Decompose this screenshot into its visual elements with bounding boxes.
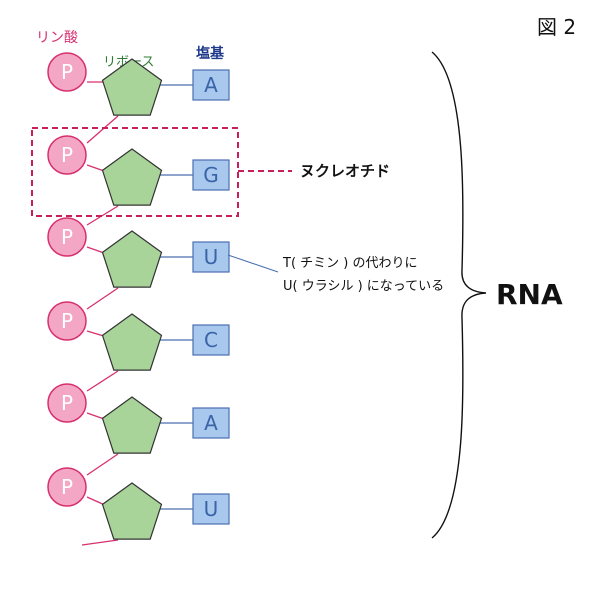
rna-label: RNA — [496, 278, 563, 311]
rna-brace — [431, 51, 487, 539]
ribose-pentagon — [101, 58, 163, 116]
base-box — [192, 493, 230, 525]
base-box — [192, 407, 230, 439]
base-label: 塩基 — [196, 45, 225, 62]
phosphate-letter: P — [61, 225, 73, 249]
base-letter: U — [204, 245, 219, 269]
note-line-1: T( チミン ) の代わりに — [282, 256, 417, 271]
base-letter: G — [203, 163, 219, 187]
backbone-bond — [86, 453, 119, 476]
phosphate-letter: P — [61, 391, 73, 415]
phosphate-letter: P — [61, 60, 73, 84]
phosphate-circle — [47, 135, 87, 175]
base-box — [192, 241, 230, 273]
units-layer: P A P G P U P C P A P U — [47, 52, 230, 540]
backbone-bond — [81, 539, 119, 546]
phosphate-circle — [47, 467, 87, 507]
ribose-pentagon — [101, 230, 163, 288]
backbone-bond — [86, 205, 119, 226]
phosphate-circle — [47, 52, 87, 92]
base-letter: U — [204, 497, 219, 521]
phosphate-circle — [47, 301, 87, 341]
phosphate-letter: P — [61, 309, 73, 333]
base-box — [192, 324, 230, 356]
ribose-pentagon — [101, 148, 163, 206]
links-layer — [81, 81, 193, 546]
phosphate-letter: P — [61, 143, 73, 167]
backbone-bond — [86, 370, 119, 392]
ribose-pentagon — [101, 482, 163, 540]
note-connector — [227, 254, 279, 273]
base-box — [192, 69, 230, 101]
phosphate-circle — [47, 383, 87, 423]
note-line-2: U( ウラシル ) になっている — [283, 279, 444, 294]
ribose-pentagon — [101, 396, 163, 454]
backbone-bond — [86, 115, 119, 144]
nucleotide-label: ヌクレオチド — [300, 162, 390, 180]
backbone-bond — [86, 287, 119, 310]
base-letter: A — [204, 411, 218, 435]
phosphate-circle — [47, 217, 87, 257]
base-letter: A — [204, 73, 218, 97]
figure-label: 図 2 — [537, 15, 576, 39]
base-letter: C — [204, 328, 218, 352]
phosphate-label: リン酸 — [36, 30, 78, 46]
base-box — [192, 159, 230, 191]
phosphate-letter: P — [61, 475, 73, 499]
ribose-pentagon — [101, 313, 163, 371]
